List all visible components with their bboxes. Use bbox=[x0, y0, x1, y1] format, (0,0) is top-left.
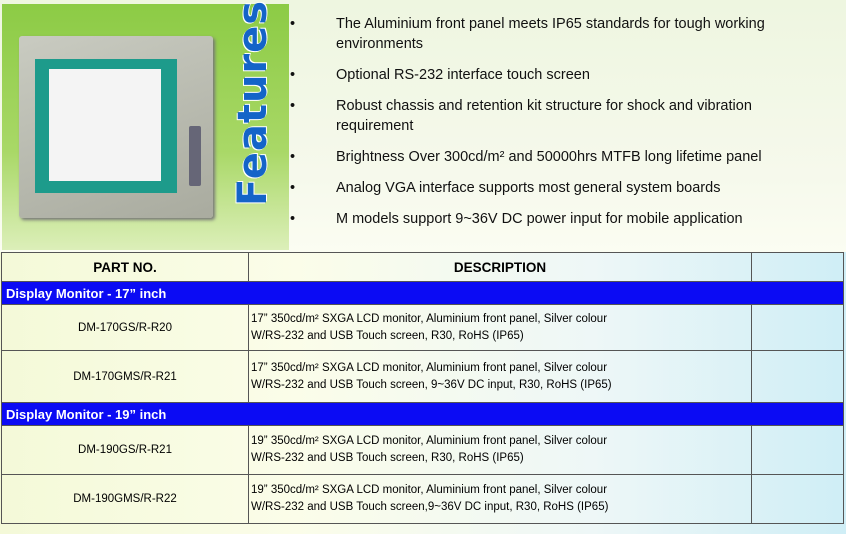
bullet-icon: • bbox=[290, 16, 296, 32]
feature-item: •Optional RS-232 interface touch screen bbox=[290, 67, 590, 83]
feature-item: •M models support 9~36V DC power input f… bbox=[290, 211, 743, 227]
feature-item: •Robust chassis and retention kit struct… bbox=[290, 98, 752, 134]
description: 17” 350cd/m² SXGA LCD monitor, Aluminium… bbox=[248, 304, 752, 351]
extra-cell bbox=[751, 350, 844, 403]
product-photo: Features bbox=[2, 0, 289, 250]
feature-item: •Analog VGA interface supports most gene… bbox=[290, 180, 721, 196]
bullet-icon: • bbox=[290, 67, 296, 83]
feature-item: •The Aluminium front panel meets IP65 st… bbox=[290, 16, 765, 52]
monitor-image bbox=[19, 36, 213, 218]
header-extra bbox=[751, 252, 844, 282]
group-header: Display Monitor - 19” inch bbox=[1, 402, 844, 426]
group-header: Display Monitor - 17” inch bbox=[1, 281, 844, 305]
extra-cell bbox=[751, 425, 844, 475]
product-table: PART NO.DESCRIPTION Display Monitor - 17… bbox=[1, 252, 844, 524]
header-part-no: PART NO. bbox=[1, 252, 249, 282]
part-number: DM-190GMS/R-R22 bbox=[1, 474, 249, 524]
description: 19” 350cd/m² SXGA LCD monitor, Aluminium… bbox=[248, 474, 752, 524]
bullet-icon: • bbox=[290, 211, 296, 227]
table-header: PART NO.DESCRIPTION bbox=[1, 252, 844, 282]
bullet-icon: • bbox=[290, 149, 296, 165]
features-title: Features bbox=[230, 0, 276, 206]
bullet-icon: • bbox=[290, 180, 296, 196]
description: 19” 350cd/m² SXGA LCD monitor, Aluminium… bbox=[248, 425, 752, 475]
part-number: DM-170GS/R-R20 bbox=[1, 304, 249, 351]
part-number: DM-190GS/R-R21 bbox=[1, 425, 249, 475]
description: 17” 350cd/m² SXGA LCD monitor, Aluminium… bbox=[248, 350, 752, 403]
features-banner: Features •The Aluminium front panel meet… bbox=[0, 0, 846, 252]
part-number: DM-170GMS/R-R21 bbox=[1, 350, 249, 403]
extra-cell bbox=[751, 304, 844, 351]
header-description: DESCRIPTION bbox=[248, 252, 752, 282]
bullet-icon: • bbox=[290, 98, 296, 114]
feature-item: •Brightness Over 300cd/m² and 50000hrs M… bbox=[290, 149, 762, 165]
monitor-buttons bbox=[189, 126, 201, 186]
features-list: •The Aluminium front panel meets IP65 st… bbox=[290, 14, 810, 240]
extra-cell bbox=[751, 474, 844, 524]
